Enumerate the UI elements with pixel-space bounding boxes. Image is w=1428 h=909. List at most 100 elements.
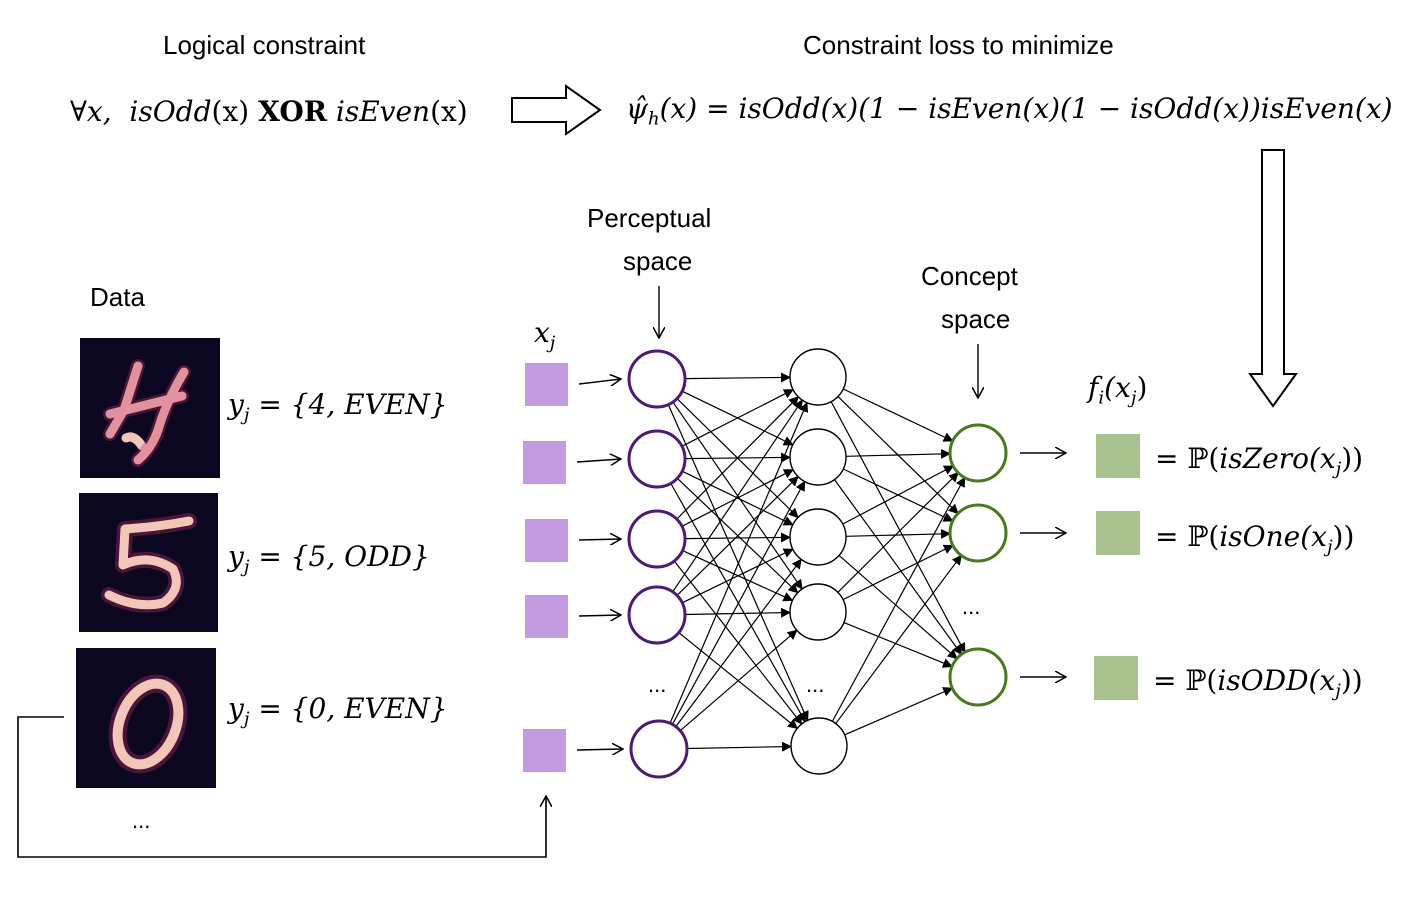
prob-close: )): [1340, 664, 1363, 697]
concept-space-label-line1: Concept: [921, 261, 1018, 291]
digit-image-0: [76, 648, 216, 788]
edge-perceptual-hidden: [667, 404, 809, 722]
hidden-node: [789, 348, 847, 406]
prob-prefix: = ℙ(: [1153, 664, 1218, 697]
hidden-node: [789, 428, 847, 486]
output-prob-square: [1096, 434, 1140, 478]
edge-hidden-concept: [838, 554, 958, 660]
is-odd-term: isOdd: [129, 95, 212, 128]
constraint-loss-title: Constraint loss to minimize: [803, 30, 1114, 60]
output-prob-square: [1094, 656, 1138, 700]
edge-perceptual-hidden: [684, 607, 792, 618]
data-title: Data: [90, 282, 145, 312]
input-arrow: [576, 459, 621, 462]
hidden-node: [789, 508, 847, 566]
output-prob-one: = ℙ(isOne(xj)): [1155, 520, 1354, 558]
input-arrow: [576, 749, 623, 750]
concept-node: [948, 423, 1008, 483]
digit-image-4: [80, 338, 220, 478]
perceptual-ellipsis: ...: [648, 672, 667, 697]
prob-arg: (x: [1308, 664, 1336, 697]
sample-label-5: yj = {5, ODD}: [228, 540, 430, 578]
prob-sub: j: [1335, 680, 1341, 702]
label-value: = {5, ODD}: [249, 540, 430, 573]
edge-hidden-concept: [842, 544, 954, 601]
edge-perceptual-hidden: [669, 401, 809, 724]
concept-node: [948, 503, 1008, 563]
input-feature-square: [523, 729, 566, 772]
func-arg: (x: [1104, 371, 1131, 404]
perceptual-node: [629, 719, 689, 779]
edge-perceptual-hidden: [684, 372, 792, 383]
input-arrow: [578, 539, 621, 540]
prob-arg: (x: [1300, 520, 1327, 553]
prob-prefix: = ℙ(: [1155, 520, 1220, 553]
constraint-loss-formula: ψ̂h(x) = isOdd(x)(1 − isEven(x)(1 − isOd…: [626, 92, 1393, 130]
func-sub: i: [1098, 387, 1105, 409]
output-prob-odd: = ℙ(isODD(xj)): [1153, 664, 1363, 702]
input-feature-square: [525, 595, 568, 638]
perceptual-node: [627, 585, 687, 645]
input-arrow: [578, 615, 621, 616]
output-prob-zero: = ℙ(isZero(xj)): [1155, 442, 1363, 480]
label-sub: j: [243, 708, 250, 730]
edge-hidden-concept: [843, 388, 954, 442]
edge-hidden-concept: [831, 476, 966, 722]
data-feed-line: [17, 716, 546, 858]
perceptual-node: [627, 349, 687, 409]
edge-hidden-concept: [837, 472, 959, 593]
input-x: x: [534, 316, 550, 349]
edge-perceptual-hidden: [672, 399, 803, 593]
edge-perceptual-hidden: [670, 483, 806, 723]
edge-hidden-concept: [845, 528, 952, 539]
psi-symbol: ψ̂: [626, 92, 648, 125]
edge-hidden-concept: [844, 687, 954, 736]
hidden-ellipsis: ...: [806, 672, 825, 697]
sample-label-0: yj = {0, EVEN}: [228, 692, 448, 730]
label-y: y: [228, 388, 244, 421]
label-y: y: [228, 692, 244, 725]
perceptual-space-label-line2: space: [623, 246, 693, 276]
edge-perceptual-hidden: [676, 396, 799, 520]
prob-sub: j: [1326, 536, 1333, 558]
label-sub: j: [243, 404, 250, 426]
input-label: xj: [534, 316, 555, 354]
input-sub: j: [549, 332, 556, 354]
digit-image-5: [79, 493, 218, 632]
perceptual-space-label-line1: Perceptual: [587, 203, 712, 233]
loss-feedback-arrow: [1248, 149, 1298, 408]
func-close: ): [1136, 371, 1148, 404]
edge-perceptual-hidden: [681, 548, 794, 604]
output-prob-square: [1096, 511, 1140, 555]
edge-hidden-concept: [845, 448, 952, 459]
func-f: f: [1088, 371, 1099, 404]
logical-constraint-title: Logical constraint: [163, 30, 366, 60]
input-feature-square: [523, 441, 566, 484]
prob-pred: isZero: [1219, 442, 1309, 475]
input-feature-square: [525, 363, 568, 406]
hidden-node: [789, 583, 847, 641]
label-sub: j: [243, 556, 250, 578]
input-arrow: [578, 379, 621, 384]
concept-node: [948, 647, 1008, 707]
psi-subscript: h: [647, 108, 660, 130]
implication-arrow: [511, 84, 602, 136]
prob-pred: isODD: [1217, 664, 1309, 697]
label-value: = {0, EVEN}: [249, 692, 448, 725]
label-y: y: [228, 540, 244, 573]
prob-arg: (x: [1308, 442, 1336, 475]
perceptual-node: [627, 429, 687, 489]
edge-perceptual-hidden: [675, 558, 802, 727]
prob-close: )): [1332, 520, 1355, 553]
edge-perceptual-hidden: [673, 560, 803, 725]
prob-prefix: = ℙ(: [1155, 442, 1220, 475]
edge-perceptual-hidden: [676, 475, 799, 596]
perceptual-node: [627, 509, 687, 569]
concept-ellipsis: ...: [962, 594, 981, 619]
data-ellipsis: ...: [132, 808, 151, 833]
edge-hidden-concept: [843, 621, 953, 668]
edge-perceptual-hidden: [681, 389, 794, 447]
edge-hidden-concept: [830, 401, 966, 654]
edge-hidden-concept: [842, 465, 955, 525]
edge-perceptual-hidden: [671, 480, 806, 725]
